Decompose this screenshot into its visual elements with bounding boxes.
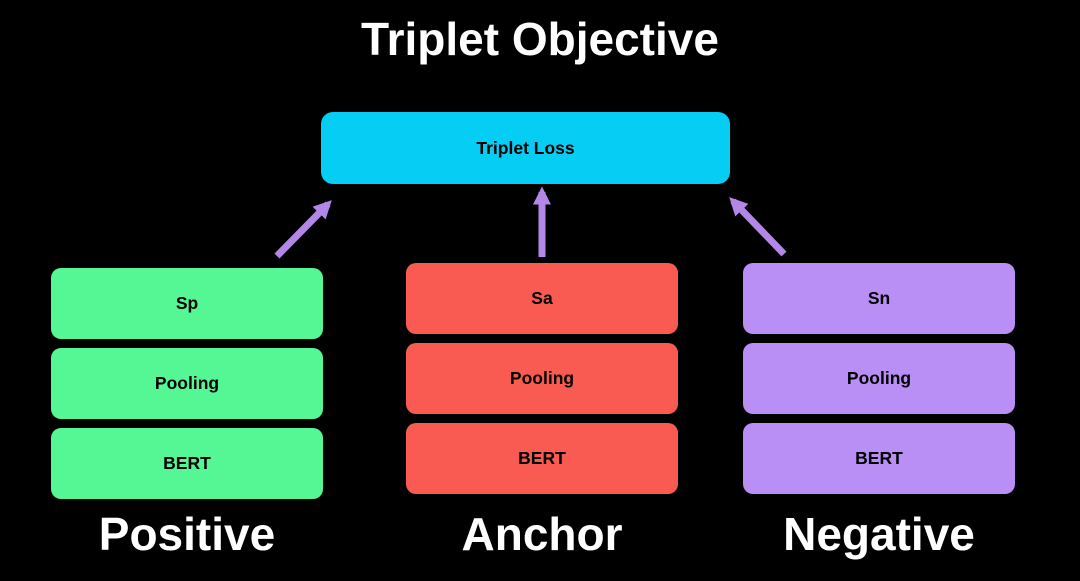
box-positive-sp-label: Sp (175, 293, 199, 313)
box-negative-bert-label: BERT (855, 448, 903, 468)
box-negative-sn-label: Sn (867, 288, 891, 308)
arrow-negative-to-loss-icon (729, 197, 787, 257)
box-anchor-pooling-label: Pooling (509, 368, 575, 388)
column-positive: Sp Pooling BERT (51, 268, 323, 508)
box-anchor-pooling: Pooling (406, 343, 678, 414)
box-anchor-sa: Sa (406, 263, 678, 334)
triplet-loss-label: Triplet Loss (476, 137, 575, 158)
box-anchor-bert: BERT (406, 423, 678, 494)
diagram-title: Triplet Objective (361, 13, 719, 65)
box-negative-pooling-label: Pooling (846, 368, 912, 388)
box-negative-bert: BERT (743, 423, 1015, 494)
box-positive-pooling: Pooling (51, 348, 323, 419)
label-negative: Negative (783, 508, 975, 560)
arrow-positive-to-loss-icon (274, 200, 332, 259)
box-positive-pooling-label: Pooling (154, 373, 220, 393)
label-anchor: Anchor (461, 508, 623, 560)
box-positive-bert: BERT (51, 428, 323, 499)
column-negative: Sn Pooling BERT (743, 263, 1015, 503)
triplet-loss-box: Triplet Loss (321, 112, 730, 184)
box-positive-bert-label: BERT (163, 453, 211, 473)
box-anchor-sa-label: Sa (531, 288, 553, 308)
box-positive-sp: Sp (51, 268, 323, 339)
box-negative-pooling: Pooling (743, 343, 1015, 414)
box-negative-sn: Sn (743, 263, 1015, 334)
box-anchor-bert-label: BERT (518, 448, 566, 468)
column-anchor: Sa Pooling BERT (406, 263, 678, 503)
label-positive: Positive (98, 508, 276, 560)
